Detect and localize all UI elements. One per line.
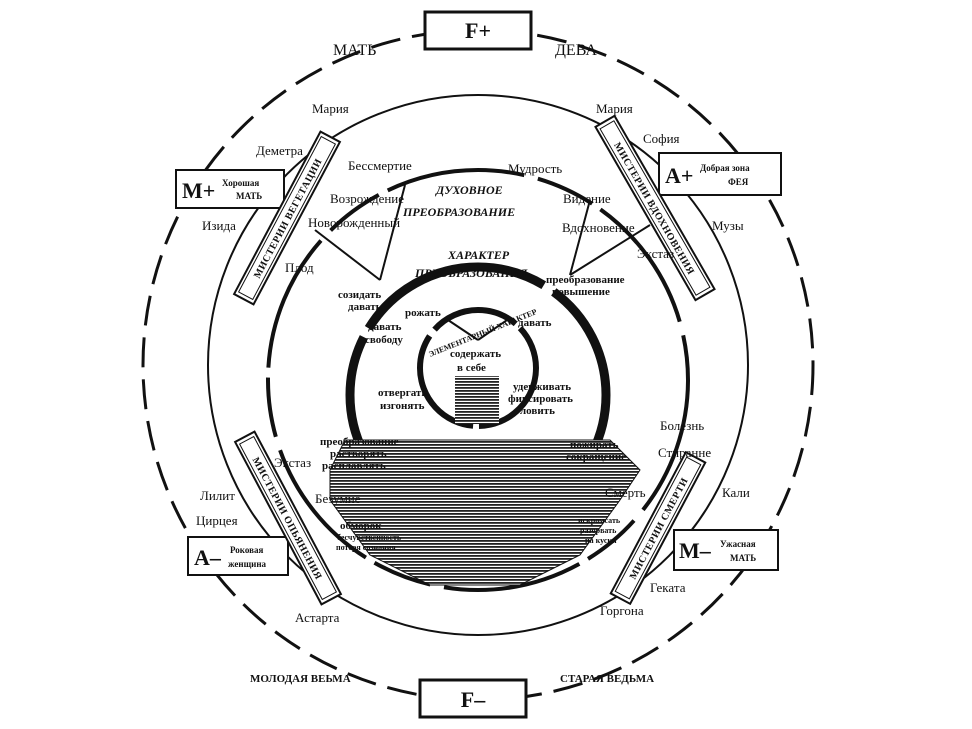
- inner-otvergat-1: отвергать: [378, 387, 427, 399]
- fig-lilit: Лилит: [200, 488, 235, 503]
- inner-davat-svobodu-1: давать: [368, 321, 402, 333]
- box-a-minus-line1: Роковая: [230, 545, 263, 555]
- inner-sozidat-1: созидать: [338, 289, 381, 301]
- mr-plod: Плод: [285, 260, 314, 275]
- inner-preobr-1: преобразование: [546, 274, 625, 286]
- inner-obmorok-3: потеря сознания: [336, 543, 396, 552]
- box-a-minus-letter: A–: [194, 545, 222, 570]
- fig-gorgona: Горгона: [600, 603, 644, 618]
- mr-smert: Смерть: [605, 485, 646, 500]
- character-line2: ПРЕОБРАЗОВАНИЯ: [414, 266, 528, 280]
- box-m-plus-line1: Хорошая: [222, 178, 259, 188]
- inner-otvergat-2: изгонять: [380, 400, 425, 412]
- mr-novorozhdenny: Новорожденный: [308, 215, 400, 230]
- inner-preobr-2: повышение: [552, 286, 610, 298]
- pole-bottom-box: F–: [418, 678, 528, 719]
- label-deva: ДЕВА: [555, 42, 597, 59]
- box-m-plus-line2: МАТЬ: [236, 191, 262, 201]
- inner-raspl-3: расплавлять: [322, 460, 386, 472]
- fig-izida: Изида: [202, 218, 236, 233]
- spiritual-line1: ДУХОВНОЕ: [435, 183, 503, 197]
- inner-uderzh-3: ловить: [520, 405, 555, 417]
- fig-sofiya: София: [643, 131, 680, 146]
- box-m-minus-line1: Ужасная: [720, 539, 756, 549]
- inner-uderzh-1: удерживать: [513, 381, 571, 393]
- pole-top-label: F+: [465, 18, 491, 43]
- third-ring: [266, 168, 690, 592]
- mr-stiranie: Стиранне: [658, 445, 711, 460]
- fig-kali: Кали: [722, 485, 750, 500]
- fig-astarta: Астарта: [295, 610, 340, 625]
- fig-tsirtseya: Цирцея: [196, 513, 238, 528]
- inner-raspl-2: растворять: [330, 448, 387, 460]
- box-m-plus-letter: M+: [182, 178, 215, 203]
- inner-soderzhat-2: в себе: [457, 362, 486, 374]
- lower-hatched-region: [329, 376, 641, 586]
- spiritual-line2: ПРЕОБРАЗОВАНИЕ: [402, 205, 515, 219]
- fig-gekata: Геката: [650, 580, 686, 595]
- inner-obmorok-2: бесчувственность: [337, 533, 402, 542]
- inner-rasch-1: искромсать: [578, 516, 621, 525]
- label-old-witch: СТАРАЯ ВЕДЬМА: [560, 673, 654, 685]
- inner-soderzhat-1: содержать: [450, 348, 501, 360]
- elementary-ring: [417, 307, 539, 429]
- box-m-plus: M+ Хорошая МАТЬ: [175, 169, 285, 209]
- inner-sozidat-2: давать: [348, 301, 382, 313]
- inner-pozhirat-1: пожирать: [570, 439, 619, 451]
- box-a-plus-letter: A+: [665, 163, 693, 188]
- character-line1: ХАРАКТЕР: [447, 248, 510, 262]
- pole-bottom-label: F–: [461, 687, 486, 712]
- mr-vdokhnovenie: Вдохновение: [562, 220, 635, 235]
- box-a-minus-line2: женщина: [228, 559, 267, 569]
- mr-vozrozhdenie: Возрождение: [330, 191, 404, 206]
- inner-raspl-1: преобразование: [320, 436, 399, 448]
- mr-bessmertie: Бессмертие: [348, 158, 412, 173]
- box-m-minus: M– Ужасная МАТЬ: [673, 529, 779, 571]
- box-a-plus-line1: Добрая зона: [700, 163, 750, 173]
- fig-muzy: Музы: [712, 218, 744, 233]
- inner-davat: давать: [518, 317, 552, 329]
- mr-videnie: Видение: [563, 191, 611, 206]
- inner-rozhat: рожать: [405, 307, 441, 319]
- inner-uderzh-2: фиксировать: [508, 393, 573, 405]
- box-a-minus: A– Роковая женщина: [187, 536, 289, 576]
- box-a-plus-line2: ФЕЯ: [728, 177, 749, 187]
- box-a-plus: A+ Добрая зона ФЕЯ: [658, 152, 782, 196]
- label-young-witch: МОЛОДАЯ ВЕЬМА: [250, 673, 351, 685]
- inner-davat-svobodu-2: свободу: [365, 334, 403, 346]
- mr-mudrost: Мудрость: [508, 161, 562, 176]
- inner-rasch-3: на куски: [585, 536, 617, 545]
- label-mat: МАТЬ: [333, 42, 376, 59]
- box-m-minus-letter: M–: [679, 538, 712, 563]
- inner-obmorok-1: обморок: [340, 520, 382, 532]
- connector-lines: [314, 184, 651, 341]
- fig-demetra: Деметра: [256, 143, 303, 158]
- mr-bezumie: Безумие: [315, 491, 361, 506]
- fig-mariya-right: Мария: [596, 101, 633, 116]
- box-m-minus-line2: МАТЬ: [730, 553, 756, 563]
- second-thin-ring: [207, 94, 749, 636]
- mr-ekstaz-left: Экстаз: [274, 455, 311, 470]
- inner-rasch-2: разорвать: [580, 526, 617, 535]
- fig-mariya-left: Мария: [312, 101, 349, 116]
- inner-pozhirat-2: сокращение: [566, 451, 626, 463]
- mr-bolezn: Болезнь: [660, 418, 704, 433]
- pole-top-box: F+: [423, 10, 533, 51]
- mr-ekstaz-right: Экстаз: [637, 246, 674, 261]
